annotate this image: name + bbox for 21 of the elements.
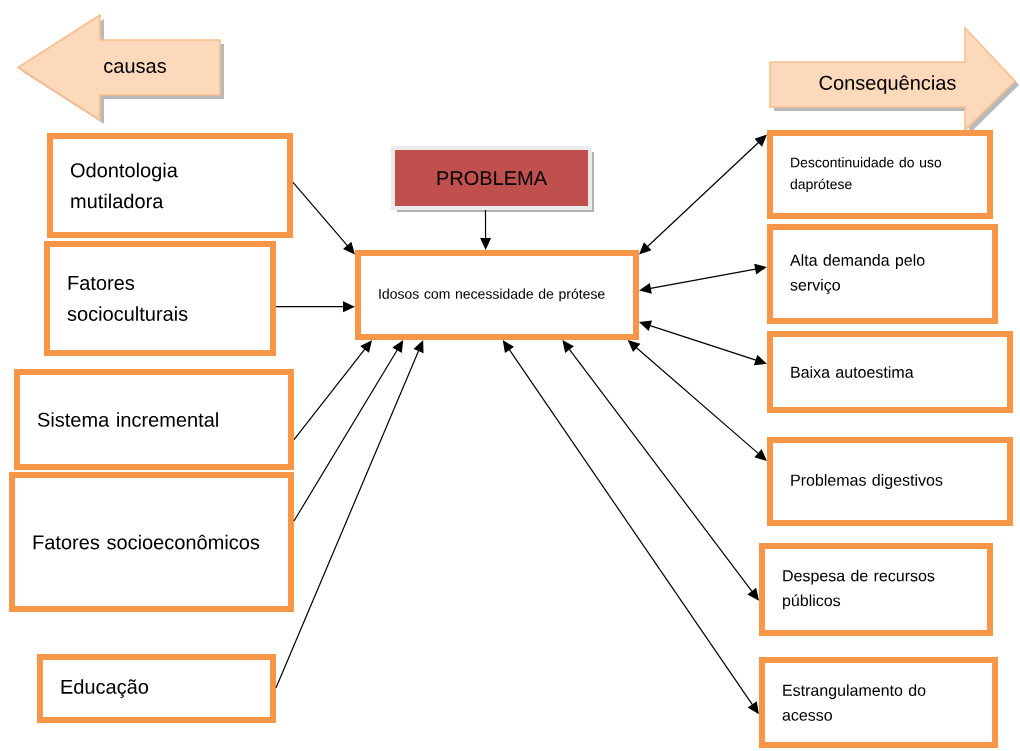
text-box: Idosos com necessidade de prótese	[355, 250, 639, 340]
problem-box: PROBLEMA	[391, 146, 594, 212]
text-box: Baixa autoestima	[767, 331, 1013, 413]
text-box: Problemas digestivos	[767, 437, 1013, 526]
arrow	[639, 134, 767, 255]
text-box: Educação	[36, 654, 277, 723]
arrow	[639, 263, 767, 294]
text-box: Descontinuidade do uso daprótese	[767, 130, 993, 219]
text-box: Fatores socioculturais	[44, 240, 276, 357]
arrow	[275, 340, 424, 689]
text-box: Odontologia mutiladora	[47, 133, 293, 238]
arrow	[480, 209, 492, 250]
text-box: Alta demanda pelo serviço	[766, 224, 999, 324]
arrow	[293, 340, 404, 522]
text-box: Estrangulamento do acesso	[759, 657, 999, 749]
arrow	[562, 340, 759, 601]
arrow	[639, 320, 767, 366]
text-box: Sistema incremental	[14, 369, 294, 470]
text-box: Fatores socioeconômicos	[9, 472, 294, 612]
arrow	[293, 340, 372, 441]
text-box: Despesa de recursos públicos	[759, 543, 993, 636]
